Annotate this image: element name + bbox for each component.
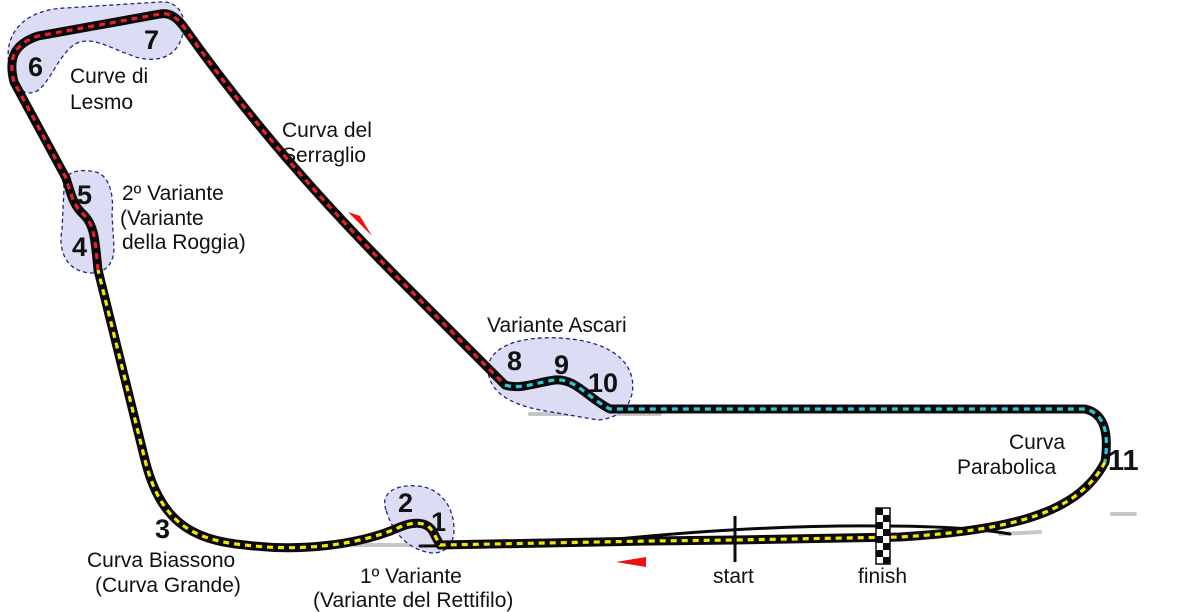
label-variante-roggia-line3: della Roggia) [122, 231, 246, 254]
track-pit-line [418, 524, 1012, 548]
track-shadows [353, 260, 1137, 547]
label-serraglio-line2: Serraglio [282, 144, 366, 167]
label-variante-rettifilo-line1: 1º Variante [360, 565, 462, 588]
corner-number-7: 7 [144, 25, 159, 55]
label-biassono-line2: (Curva Grande) [95, 574, 241, 597]
corner-number-4: 4 [72, 232, 87, 262]
label-parabolica-line2: Parabolica [957, 456, 1057, 479]
direction-arrow-icon [348, 212, 372, 236]
corner-number-2: 2 [398, 488, 413, 518]
corner-number-5: 5 [77, 180, 92, 210]
label-lesmo-line2: Lesmo [70, 91, 133, 114]
sector-1-yellow [96, 269, 1107, 550]
label-finish: finish [858, 565, 907, 588]
corner-number-8: 8 [507, 346, 522, 376]
track-outline [7, 9, 1111, 553]
corner-number-9: 9 [554, 350, 569, 380]
direction-arrow-icon [616, 557, 646, 567]
corner-number-11: 11 [1108, 445, 1139, 477]
label-serraglio-line1: Curva del [282, 119, 372, 142]
label-variante-ascari: Variante Ascari [487, 314, 627, 337]
zone-lesmo [7, 1, 185, 94]
corner-number-6: 6 [28, 52, 43, 82]
label-variante-rettifilo-line2: (Variante del Rettifilo) [313, 589, 513, 612]
sector-2-red [10, 12, 507, 387]
corner-number-10: 10 [588, 368, 618, 398]
sector-3-cyan [504, 378, 1108, 463]
track-sectors [10, 12, 1108, 550]
label-parabolica-line1: Curva [1009, 431, 1065, 454]
finish-line-flag [875, 507, 891, 565]
label-biassono-line1: Curva Biassono [87, 549, 235, 572]
label-start: start [713, 565, 754, 588]
corner-number-1: 1 [431, 507, 446, 537]
label-lesmo-line1: Curve di [70, 65, 148, 88]
corner-number-3: 3 [155, 514, 170, 544]
label-variante-roggia-line2: (Variante [120, 207, 204, 230]
label-variante-roggia-line1: 2º Variante [122, 182, 224, 205]
